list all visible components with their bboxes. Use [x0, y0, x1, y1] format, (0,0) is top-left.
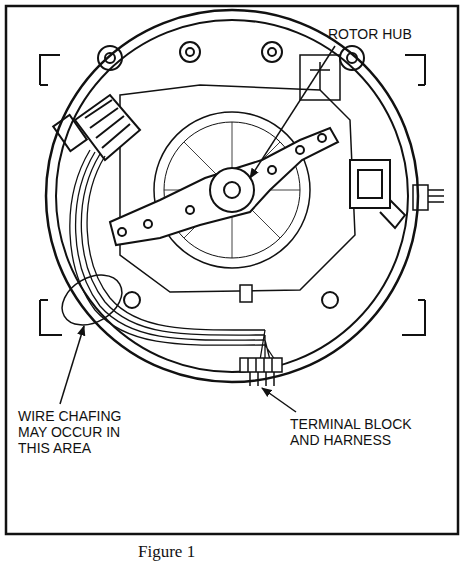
- connector-left: [53, 95, 140, 160]
- mount-ear-left: [40, 55, 62, 335]
- leader-line: [60, 326, 84, 404]
- stator-plate: [120, 85, 355, 292]
- connector-right: [350, 160, 405, 228]
- callout-label: WIRE CHAFING MAY OCCUR IN THIS AREA: [18, 408, 144, 456]
- leader-line: [250, 46, 335, 178]
- housing-outer: [46, 10, 418, 382]
- terminal-block: [240, 358, 282, 386]
- stator-winding: [154, 112, 310, 268]
- wire-harness: [70, 150, 275, 360]
- cable-exit: [413, 185, 444, 210]
- chafing-zone: [53, 265, 130, 335]
- frame: [6, 6, 458, 534]
- leader-line: [262, 388, 296, 412]
- callout-label: TERMINAL BLOCK AND HARNESS: [290, 416, 422, 448]
- bracket-right-upper: [300, 55, 340, 100]
- housing-inner: [56, 20, 408, 372]
- callout-label: ROTOR HUB: [328, 26, 448, 42]
- rotor-hub: [110, 128, 338, 245]
- figure-caption: Figure 1: [138, 542, 195, 562]
